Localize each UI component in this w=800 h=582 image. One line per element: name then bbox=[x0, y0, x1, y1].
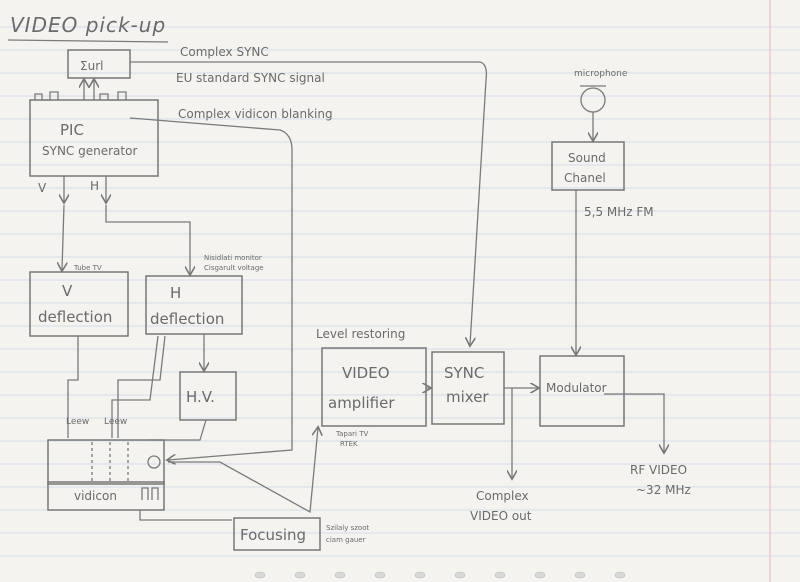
level-restoring-label: Level restoring bbox=[316, 327, 405, 341]
sync-generator-label: SYNC generator bbox=[42, 144, 137, 158]
sync-mixer-label-1: SYNC bbox=[444, 364, 484, 382]
complex-sync-label: Complex SYNC bbox=[180, 45, 269, 59]
video-amplifier-box bbox=[321, 347, 427, 427]
hv-note-line2: Cisgarult voltage bbox=[204, 264, 264, 272]
sound-fm-label: 5,5 MHz FM bbox=[584, 205, 654, 219]
rf-video-line1: RF VIDEO bbox=[630, 463, 687, 477]
v-deflection-label-v: V bbox=[62, 282, 73, 300]
h-deflection-label-h: H bbox=[170, 284, 181, 302]
vidicon-blanking-label: Complex vidicon blanking bbox=[178, 107, 333, 121]
hv-label: H.V. bbox=[186, 388, 215, 406]
vidicon-target-icon bbox=[147, 455, 161, 469]
sound-label-1: Sound bbox=[568, 151, 606, 165]
h-signal-label: H bbox=[90, 179, 99, 193]
h-deflection-label: deflection bbox=[150, 310, 224, 328]
vidicon-tube bbox=[47, 439, 165, 485]
pic-label: PIC bbox=[60, 121, 84, 139]
v-signal-label: V bbox=[38, 181, 47, 195]
tapari-line1: Tapari TV bbox=[335, 430, 368, 438]
video-amp-label-2: amplifier bbox=[328, 394, 395, 412]
complex-video-line1: Complex bbox=[476, 489, 529, 503]
focusing-note-line1: Szilaly szoot bbox=[326, 524, 369, 532]
microphone-icon bbox=[580, 87, 606, 113]
sync-pulse-waveform bbox=[34, 91, 127, 101]
modulator-label: Modulator bbox=[546, 381, 607, 395]
v-deflection-label: deflection bbox=[38, 308, 112, 326]
tube-tv-label: Tube TV bbox=[73, 264, 102, 272]
video-amp-label-1: VIDEO bbox=[342, 364, 390, 382]
complex-video-line2: VIDEO out bbox=[470, 509, 532, 523]
v-deflection-box bbox=[29, 271, 129, 337]
binder-holes bbox=[254, 571, 626, 579]
rf-video-line2: ~32 MHz bbox=[636, 483, 691, 497]
sync-mixer-label-2: mixer bbox=[446, 388, 489, 406]
focusing-box bbox=[233, 517, 321, 551]
vidicon-label: vidicon bbox=[74, 489, 117, 503]
coil-left-label: Leew bbox=[66, 417, 89, 427]
eu-standard-label: EU standard SYNC signal bbox=[176, 71, 325, 85]
vidicon-box bbox=[47, 481, 165, 511]
focusing-label: Focusing bbox=[240, 526, 306, 544]
microphone-label: microphone bbox=[574, 69, 628, 79]
tapari-line2: RTEK bbox=[340, 440, 358, 448]
focus-coil-icon bbox=[141, 487, 159, 500]
sound-label-2: Chanel bbox=[564, 171, 606, 185]
sum-box-label: Σurl bbox=[80, 59, 103, 73]
page-title: VIDEO pick-up bbox=[10, 13, 166, 37]
focusing-note-line2: ciam gauer bbox=[326, 536, 366, 544]
coil-right-label: Leew bbox=[104, 417, 127, 427]
hv-note-line1: Nisidlati monitor bbox=[204, 254, 262, 262]
